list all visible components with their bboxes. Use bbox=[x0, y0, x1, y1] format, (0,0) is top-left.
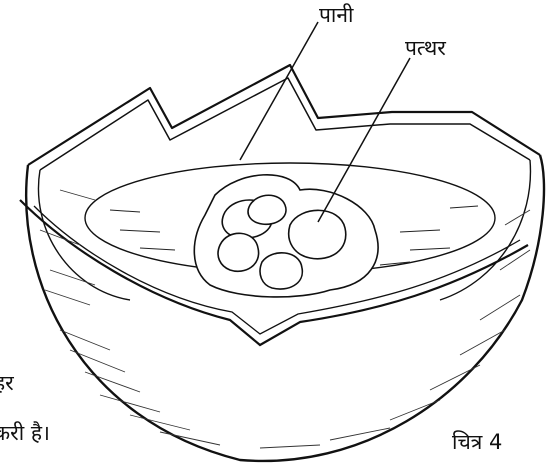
bowl-inner-wall-right bbox=[440, 160, 530, 300]
stone-leader-line bbox=[318, 58, 410, 222]
stones bbox=[194, 175, 378, 297]
water-label: पानी bbox=[319, 5, 353, 26]
bowl-rim-inner bbox=[40, 78, 530, 170]
water-leader-line bbox=[240, 22, 318, 160]
cut-text-line-2: करी है। bbox=[0, 423, 50, 444]
figure-label: चित्र 4 bbox=[452, 432, 502, 453]
cut-text-line-1: हर bbox=[0, 373, 14, 394]
stone-label: पत्थर bbox=[405, 38, 446, 59]
